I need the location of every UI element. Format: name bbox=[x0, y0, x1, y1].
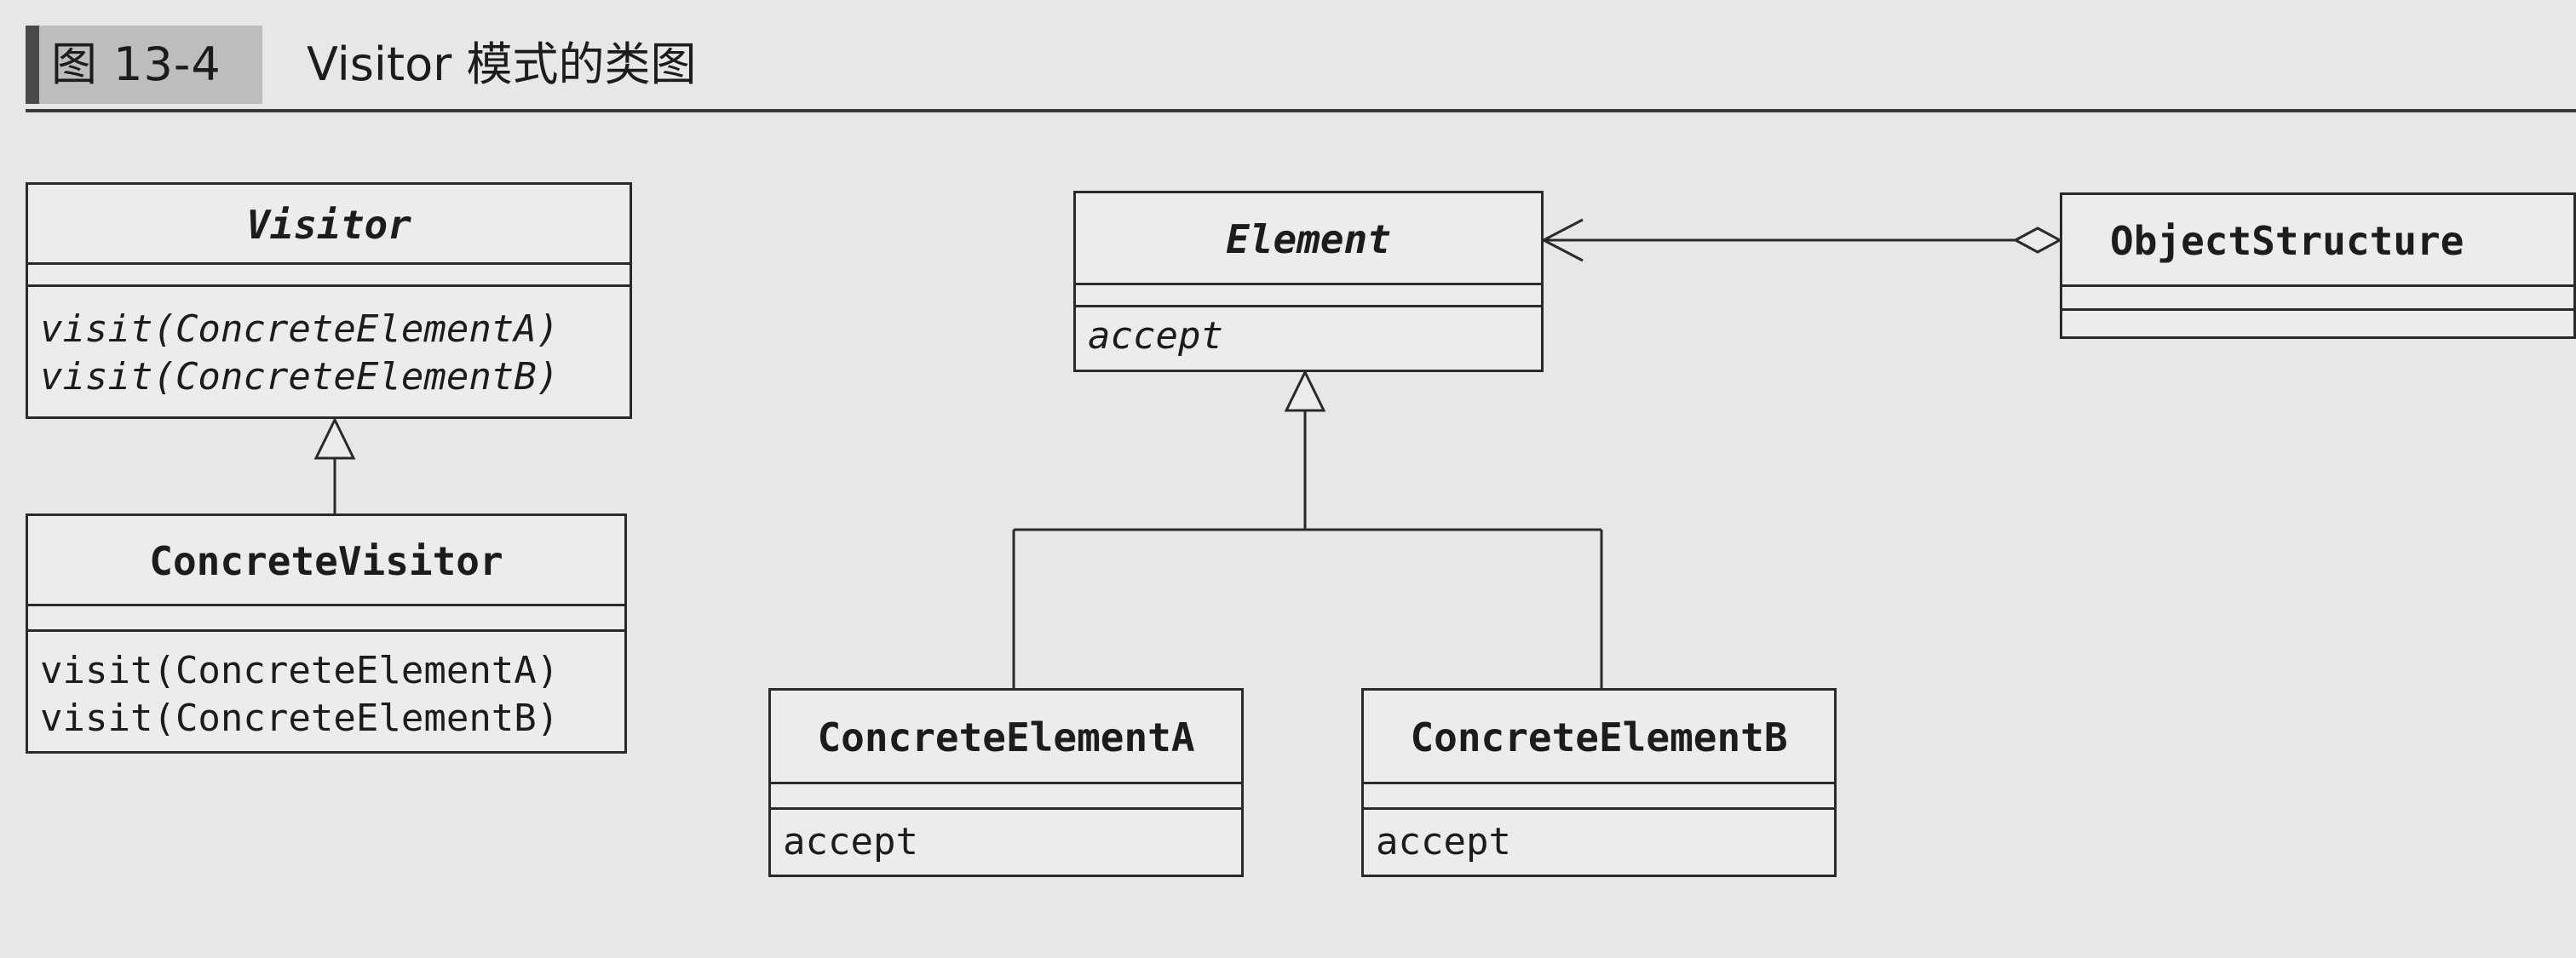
figure-title: Visitor 模式的类图 bbox=[307, 37, 697, 91]
class-name-concrete-element-b: ConcreteElementB bbox=[1364, 691, 1834, 784]
figure-header: 图 13-4 Visitor 模式的类图 bbox=[0, 0, 2576, 119]
attributes-object-structure bbox=[2062, 287, 2573, 311]
aggregation-arrowhead-element bbox=[1540, 218, 1584, 262]
aggregation-diamond bbox=[2012, 227, 2063, 254]
class-concrete-element-b: ConcreteElementB accept bbox=[1361, 688, 1837, 877]
header-rule bbox=[26, 109, 2576, 112]
attributes-visitor bbox=[28, 265, 630, 287]
figure-label-box bbox=[26, 26, 262, 104]
attributes-concrete-visitor bbox=[28, 606, 624, 632]
operations-concrete-element-a: accept bbox=[771, 810, 1241, 866]
operations-concrete-element-b: accept bbox=[1364, 810, 1834, 866]
generalization-arrowhead-element bbox=[1284, 369, 1326, 412]
operation: visit(ConcreteElementA) bbox=[40, 307, 560, 351]
figure-label: 图 13-4 bbox=[51, 37, 221, 91]
operation: accept bbox=[1088, 314, 1223, 358]
operation: visit(ConcreteElementB) bbox=[40, 697, 560, 740]
attributes-element bbox=[1076, 285, 1541, 307]
class-element: Element accept bbox=[1073, 191, 1544, 372]
class-name-object-structure: ObjectStructure bbox=[2062, 195, 2573, 287]
operation: accept bbox=[783, 820, 918, 863]
attributes-concrete-element-b bbox=[1364, 784, 1834, 810]
operations-concrete-visitor: visit(ConcreteElementA) visit(ConcreteEl… bbox=[28, 632, 624, 743]
class-concrete-element-a: ConcreteElementA accept bbox=[768, 688, 1244, 877]
operation: visit(ConcreteElementB) bbox=[40, 355, 560, 399]
class-name-visitor: Visitor bbox=[28, 185, 630, 265]
class-visitor: Visitor visit(ConcreteElementA) visit(Co… bbox=[26, 182, 632, 419]
class-object-structure: ObjectStructure bbox=[2060, 192, 2576, 339]
generalization-arrowhead-visitor bbox=[313, 416, 356, 460]
operations-element: accept bbox=[1076, 307, 1541, 360]
operation: visit(ConcreteElementA) bbox=[40, 649, 560, 692]
class-name-concrete-element-a: ConcreteElementA bbox=[771, 691, 1241, 784]
class-name-concrete-visitor: ConcreteVisitor bbox=[28, 516, 624, 606]
operation: accept bbox=[1376, 820, 1511, 863]
class-concrete-visitor: ConcreteVisitor visit(ConcreteElementA) … bbox=[26, 513, 627, 754]
attributes-concrete-element-a bbox=[771, 784, 1241, 810]
operations-visitor: visit(ConcreteElementA) visit(ConcreteEl… bbox=[28, 287, 630, 401]
class-name-element: Element bbox=[1076, 193, 1541, 285]
